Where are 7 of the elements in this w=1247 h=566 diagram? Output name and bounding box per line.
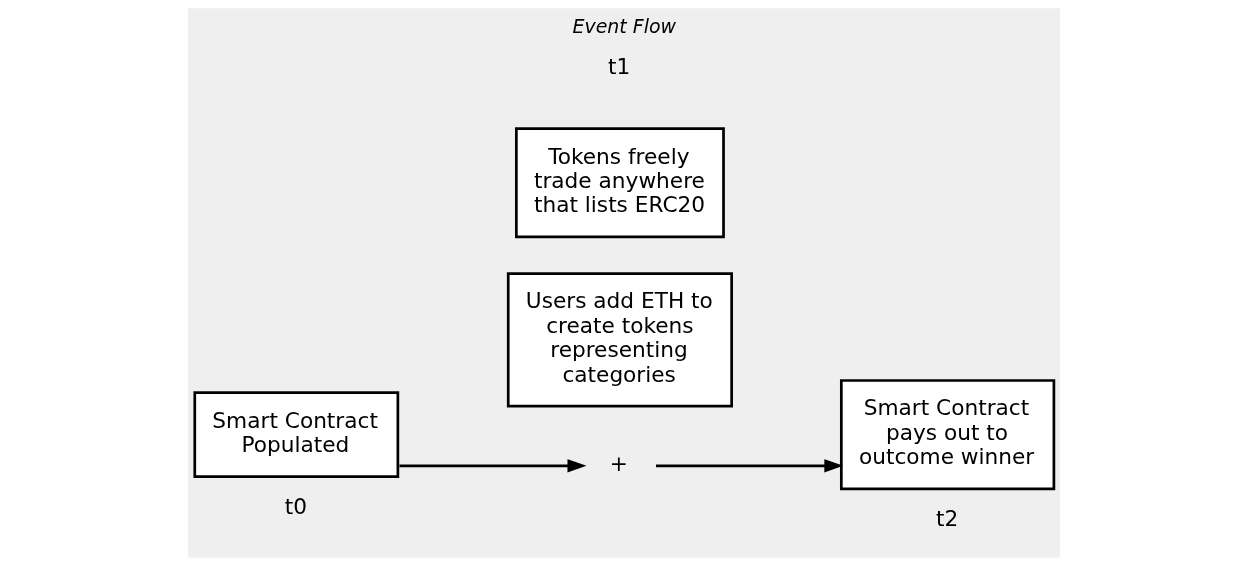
diagram-title: Event Flow <box>572 14 676 37</box>
arrow <box>398 459 586 473</box>
arrow <box>655 459 843 473</box>
node-label: t0 <box>284 494 307 520</box>
node-text: + <box>609 450 628 476</box>
label: t1 <box>607 54 630 80</box>
node-label: t2 <box>935 506 958 532</box>
